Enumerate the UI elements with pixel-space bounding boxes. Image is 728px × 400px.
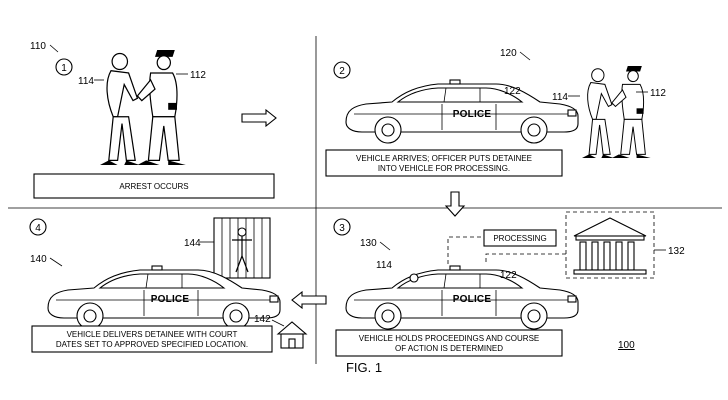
step-4-number: 4 [35,223,41,234]
ref-114-step2: 114 [552,92,568,103]
ref-110: 110 [30,41,46,52]
step-2-caption-line1: VEHICLE ARRIVES; OFFICER PUTS DETAINEE [356,154,532,163]
step-2-caption-box [325,149,563,177]
processing-link-top [447,236,484,264]
jail-cell-icon [213,217,271,279]
step-2-number: 2 [339,66,345,77]
step-4: 4 140 144 POLICE 142 VEHICLE D [29,217,308,353]
officer-arresting-detainee [99,49,187,166]
step-3-caption-line2: OF ACTION IS DETERMINED [395,344,503,353]
ref-122-step2: 122 [504,86,521,97]
step-1-caption-box [33,173,275,199]
ref-140: 140 [30,254,47,265]
ref-112-step2: 112 [650,88,666,99]
step-1-marker [55,58,73,76]
building-dashed-frame [565,211,655,279]
ref-130: 130 [360,238,377,249]
step-2-marker [333,61,351,79]
step-1-caption: ARREST OCCURS [119,182,188,191]
step-4-marker [29,218,47,236]
figure-label: FIG. 1 [346,360,382,375]
ref-100: 100 [618,340,635,351]
ref-132: 132 [668,246,685,257]
step-4-caption-line1: VEHICLE DELIVERS DETAINEE WITH COURT [67,330,238,339]
ref-114-step3: 114 [376,260,392,271]
flow-arrow-2-to-3 [444,191,466,217]
ref-144: 144 [184,238,201,249]
step-3: 3 130 PROCESSING 132 POLICE 114 122 VEHI… [291,211,685,357]
step-4-caption-line2: DATES SET TO APPROVED SPECIFIED LOCATION… [56,340,248,349]
processing-label: PROCESSING [493,234,546,243]
flow-arrow-3-to-4 [291,290,327,310]
ref-122-step3: 122 [500,270,517,281]
ref-arrow-110 [49,44,59,53]
step-3-marker [333,218,351,236]
processing-link-bottom [485,253,568,262]
flow-arrow-1-to-2 [241,108,277,128]
step-3-caption-box [335,329,563,357]
step-4-caption-box [31,325,273,353]
police-label-step3: POLICE [453,294,492,305]
officer-with-detainee-step2 [581,65,652,159]
ref-120: 120 [500,48,517,59]
step-3-caption-line1: VEHICLE HOLDS PROCEEDINGS AND COURSE [359,334,539,343]
step-1: 110 1 114 112 ARREST OCCURS [30,41,277,199]
step-3-number: 3 [339,223,345,234]
ref-142: 142 [254,314,271,325]
step-2: 2 120 POLICE 122 114 112 VEHICLE ARRIVES… [325,48,666,217]
step-2-caption-line2: INTO VEHICLE FOR PROCESSING. [378,164,510,173]
ref-112-step1: 112 [190,70,206,81]
police-label-step4: POLICE [151,294,190,305]
processing-box [483,229,557,247]
courthouse-building-icon [573,217,647,275]
house-icon [276,321,308,349]
step-1-number: 1 [61,63,67,74]
ref-114-step1: 114 [78,76,94,87]
detainee-in-car-icon [409,273,419,283]
police-label-step2: POLICE [453,109,492,120]
